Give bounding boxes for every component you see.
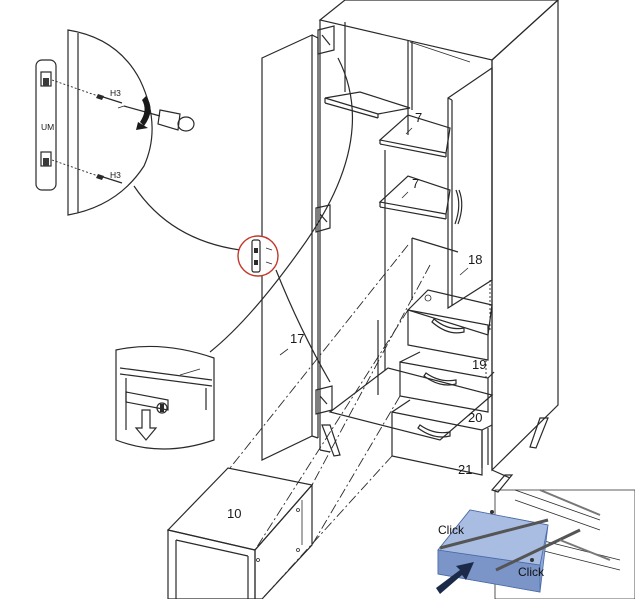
label-shelf-middle: 7 [412, 176, 419, 191]
shelf-top [378, 114, 451, 158]
drawer-2 [399, 351, 495, 413]
screwdriver-icon [123, 105, 195, 132]
drawer-1 [406, 289, 493, 361]
hinge-detail [35, 29, 195, 216]
runner-detail [436, 489, 635, 599]
plinth [166, 467, 314, 599]
drawer-3 [391, 399, 493, 476]
callout-circle [237, 235, 279, 277]
label-screw-bottom: H3 [110, 170, 121, 180]
label-click-bottom: Click [518, 565, 545, 579]
down-arrow-icon [134, 409, 158, 441]
rotate-arrow-icon [140, 96, 151, 126]
label-drawer-2: 20 [468, 410, 482, 425]
stopper-detail [115, 345, 215, 450]
label-click-top: Click [438, 523, 465, 537]
shelf-middle [378, 175, 451, 220]
label-drawer-1: 19 [472, 357, 486, 372]
label-shelf-top: 7 [415, 110, 422, 125]
label-plinth: 10 [227, 506, 241, 521]
label-door-left: 17 [290, 331, 304, 346]
push-arrow-icon [436, 562, 474, 594]
label-screw-top: H3 [110, 88, 121, 98]
door-right [447, 66, 493, 310]
label-hinge-plate: UM [41, 122, 54, 132]
door-left [261, 25, 335, 461]
assembly-guide-lines [229, 244, 491, 599]
label-door-right: 18 [468, 252, 482, 267]
wardrobe-body [318, 0, 559, 493]
label-drawer-3: 21 [458, 462, 472, 477]
